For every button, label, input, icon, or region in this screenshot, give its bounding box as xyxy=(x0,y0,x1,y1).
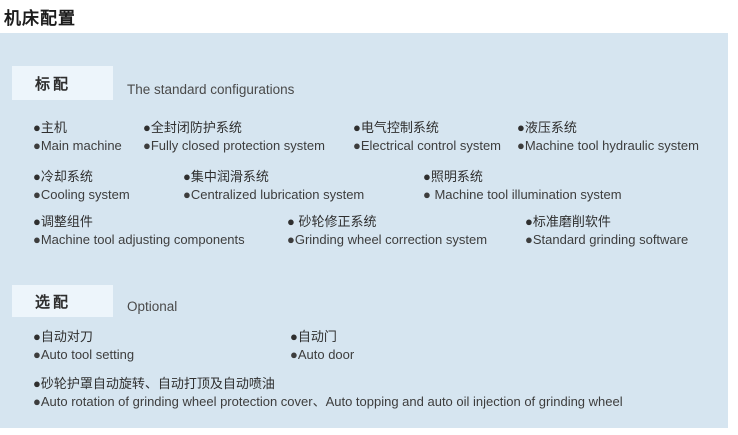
config-item: ● 砂轮修正系统 ●Grinding wheel correction syst… xyxy=(287,213,525,249)
config-item-cn: ●全封闭防护系统 xyxy=(143,120,242,135)
optional-row-1: ●自动对刀 ●Auto tool setting ●自动门 ●Auto door xyxy=(0,328,728,364)
config-item-cn: ●砂轮护罩自动旋转、自动打顶及自动喷油 xyxy=(33,376,275,391)
optional-label-box: 选配 xyxy=(12,285,113,317)
config-item: ●自动门 ●Auto door xyxy=(290,328,354,364)
optional-row-2: ●砂轮护罩自动旋转、自动打顶及自动喷油 ●Auto rotation of gr… xyxy=(0,375,728,411)
standard-label-box: 标配 xyxy=(12,66,113,100)
standard-row-3: ●调整组件 ●Machine tool adjusting components… xyxy=(0,213,728,249)
config-item: ●自动对刀 ●Auto tool setting xyxy=(33,328,290,364)
config-item-cn: ●标准磨削软件 xyxy=(525,214,611,229)
config-item-cn: ●电气控制系统 xyxy=(353,120,439,135)
config-item-en: ●Auto door xyxy=(290,347,355,362)
config-item: ●冷却系统 ●Cooling system xyxy=(33,168,183,204)
config-item-cn: ●照明系统 xyxy=(423,169,483,184)
config-item-en: ● Machine tool illumination system xyxy=(423,187,622,202)
standard-section-header: 标配 The standard configurations xyxy=(12,33,728,100)
config-item-en: ●Machine tool adjusting components xyxy=(33,232,245,247)
optional-section-header: 选配 Optional xyxy=(12,285,728,317)
config-item-en: ●Cooling system xyxy=(33,187,130,202)
config-item-cn: ●冷却系统 xyxy=(33,169,93,184)
config-item-cn: ● 砂轮修正系统 xyxy=(287,214,377,229)
config-item-en: ●Auto rotation of grinding wheel protect… xyxy=(33,394,623,409)
config-item-cn: ●主机 xyxy=(33,120,67,135)
config-item-cn: ●液压系统 xyxy=(517,120,577,135)
configuration-panel: 标配 The standard configurations ●主机 ●Main… xyxy=(0,33,728,428)
optional-section: 选配 Optional ●自动对刀 ●Auto tool setting ●自动… xyxy=(0,285,728,411)
page-title: 机床配置 xyxy=(4,9,76,28)
config-item-en: ●Centralized lubrication system xyxy=(183,187,365,202)
config-item: ●全封闭防护系统 ●Fully closed protection system xyxy=(143,119,353,155)
config-item: ●标准磨削软件 ●Standard grinding software xyxy=(525,213,688,249)
config-item-en: ●Auto tool setting xyxy=(33,347,135,362)
config-item: ●集中润滑系统 ●Centralized lubrication system xyxy=(183,168,423,204)
config-item-en: ●Electrical control system xyxy=(353,138,502,153)
config-item-en: ●Grinding wheel correction system xyxy=(287,232,488,247)
config-item-en: ●Main machine xyxy=(33,138,122,153)
standard-section: 标配 The standard configurations ●主机 ●Main… xyxy=(0,33,728,249)
optional-label-en: Optional xyxy=(127,299,178,314)
standard-label-en: The standard configurations xyxy=(127,82,295,97)
config-item: ●电气控制系统 ●Electrical control system xyxy=(353,119,517,155)
config-item: ●砂轮护罩自动旋转、自动打顶及自动喷油 ●Auto rotation of gr… xyxy=(33,375,623,411)
standard-row-1: ●主机 ●Main machine ●全封闭防护系统 ●Fully closed… xyxy=(0,119,728,155)
config-item: ●调整组件 ●Machine tool adjusting components xyxy=(33,213,287,249)
config-item-cn: ●调整组件 xyxy=(33,214,93,229)
config-item: ●主机 ●Main machine xyxy=(33,119,143,155)
config-item-cn: ●自动门 xyxy=(290,329,337,344)
config-item: ●照明系统 ● Machine tool illumination system xyxy=(423,168,622,204)
config-item-cn: ●自动对刀 xyxy=(33,329,93,344)
config-item-en: ●Machine tool hydraulic system xyxy=(517,138,699,153)
config-item-cn: ●集中润滑系统 xyxy=(183,169,269,184)
config-item: ●液压系统 ●Machine tool hydraulic system xyxy=(517,119,699,155)
config-item-en: ●Fully closed protection system xyxy=(143,138,325,153)
config-item-en: ●Standard grinding software xyxy=(525,232,689,247)
standard-row-2: ●冷却系统 ●Cooling system ●集中润滑系统 ●Centraliz… xyxy=(0,168,728,204)
